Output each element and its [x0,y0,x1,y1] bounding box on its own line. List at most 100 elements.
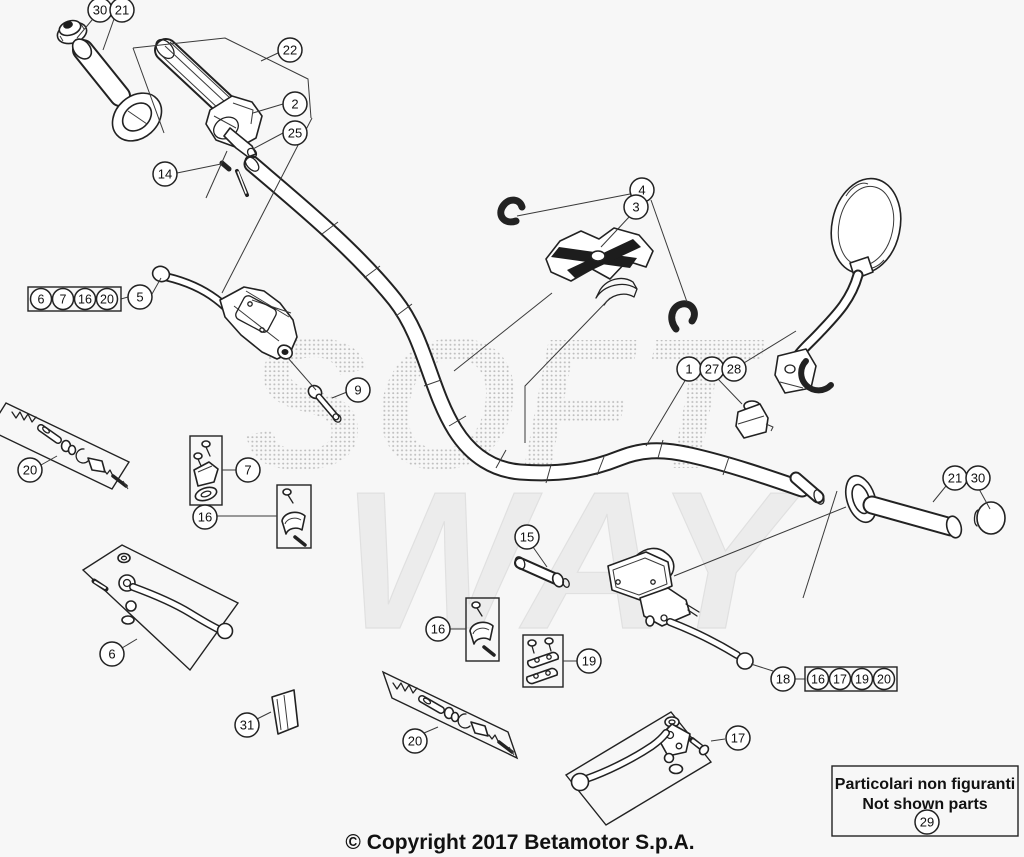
svg-text:17: 17 [731,731,745,746]
callout-15: 15 [514,524,540,550]
svg-text:27: 27 [705,362,719,377]
svg-text:20: 20 [100,292,114,306]
softway-watermark: WAY SOFT [244,301,802,671]
bar-pad-clamp [545,227,654,306]
callout-18: 18 [770,666,796,692]
svg-text:9: 9 [354,383,361,398]
leader-lines [40,18,991,742]
callout-31: 31 [234,712,260,738]
callout-group-0: 6 7 16 20 [27,286,122,312]
clamp-kit-19 [522,634,564,688]
grip-plug-right [973,501,1006,535]
callout-3: 3 [623,194,649,220]
callout-22: 22 [277,37,303,63]
not-shown-text-it: Particolari non figuranti [835,776,1015,793]
callout-27: 27 [699,356,725,382]
mirror [791,177,902,363]
throttle-sleeve [223,127,258,159]
callout-20: 20 [17,457,43,483]
svg-text:28: 28 [727,362,741,377]
svg-text:21: 21 [948,471,962,486]
callout-30: 30 [965,465,991,491]
callout-6: 6 [99,641,125,667]
cable-hook-left [497,196,526,226]
callout-5: 5 [127,284,153,310]
svg-text:7: 7 [244,463,251,478]
svg-text:3: 3 [632,200,639,215]
svg-text:20: 20 [408,734,422,749]
grip-left [71,38,163,142]
clutch-lever-box-6 [81,544,240,672]
clamp-kit-16-left [276,484,312,549]
bushing-15 [514,556,570,588]
svg-text:16: 16 [431,622,445,637]
callout-14: 14 [152,161,178,187]
svg-text:6: 6 [38,292,45,306]
svg-text:18: 18 [776,672,790,687]
svg-text:19: 19 [582,654,596,669]
svg-text:5: 5 [136,290,143,305]
callout-29: 29 [914,809,940,835]
svg-text:15: 15 [520,530,534,545]
svg-text:16: 16 [811,672,825,686]
copyright-text: © Copyright 2017 Betamotor S.p.A. [345,831,694,854]
svg-text:14: 14 [158,167,172,182]
lever-guard-31 [271,689,299,735]
brake-lever-box-17 [564,711,713,826]
callout-7: 7 [235,457,261,483]
callout-20: 20 [402,728,428,754]
brake-lever-assembly [607,547,754,670]
bar-end-right [789,471,825,505]
svg-text:30: 30 [971,471,985,486]
svg-text:21: 21 [115,3,129,18]
svg-text:30: 30 [93,3,107,18]
throttle-housing [205,95,263,149]
svg-text:29: 29 [920,815,934,830]
pin-14-part [219,160,249,197]
callout-21: 21 [109,0,135,23]
callout-17: 17 [725,725,751,751]
handlebar-segment-marks [321,221,730,484]
callout-30: 30 [87,0,113,23]
svg-text:16: 16 [78,292,92,306]
callout-1: 1 [676,356,702,382]
svg-text:2: 2 [291,97,298,112]
svg-text:4: 4 [638,183,645,198]
not-shown-parts-box: Particolari non figuranti Not shown part… [831,765,1019,837]
bolt-9-part [307,384,342,423]
rebuild-kit-20-left [0,402,131,490]
clutch-lever-assembly [151,265,298,360]
svg-text:7: 7 [60,292,67,306]
svg-text:6: 6 [108,647,115,662]
switch-part [735,400,774,439]
callout-19: 19 [576,648,602,674]
callout-21: 21 [942,465,968,491]
callout-28: 28 [721,356,747,382]
svg-text:31: 31 [240,718,254,733]
grip-end-cap-left [56,19,88,45]
clamp-kit-7 [189,435,223,506]
svg-text:25: 25 [288,126,302,141]
callout-25: 25 [282,120,308,146]
rebuild-kit-20-bottom [381,670,519,760]
callout-9: 9 [345,377,371,403]
svg-text:1: 1 [685,362,692,377]
svg-text:22: 22 [283,43,297,58]
mirror-mount [774,348,834,394]
cable-hook-right [668,300,698,333]
callout-16: 16 [425,616,451,642]
svg-text:20: 20 [23,463,37,478]
throttle-tube [154,38,238,118]
handlebar [243,155,811,498]
svg-text:16: 16 [198,510,212,525]
svg-text:20: 20 [877,672,891,686]
grip-right [844,474,963,539]
svg-text:19: 19 [855,672,869,686]
callout-2: 2 [282,91,308,117]
svg-text:17: 17 [833,672,847,686]
watermark-way: WAY [343,451,802,670]
not-shown-text-en: Not shown parts [862,796,987,813]
callout-16: 16 [192,504,218,530]
